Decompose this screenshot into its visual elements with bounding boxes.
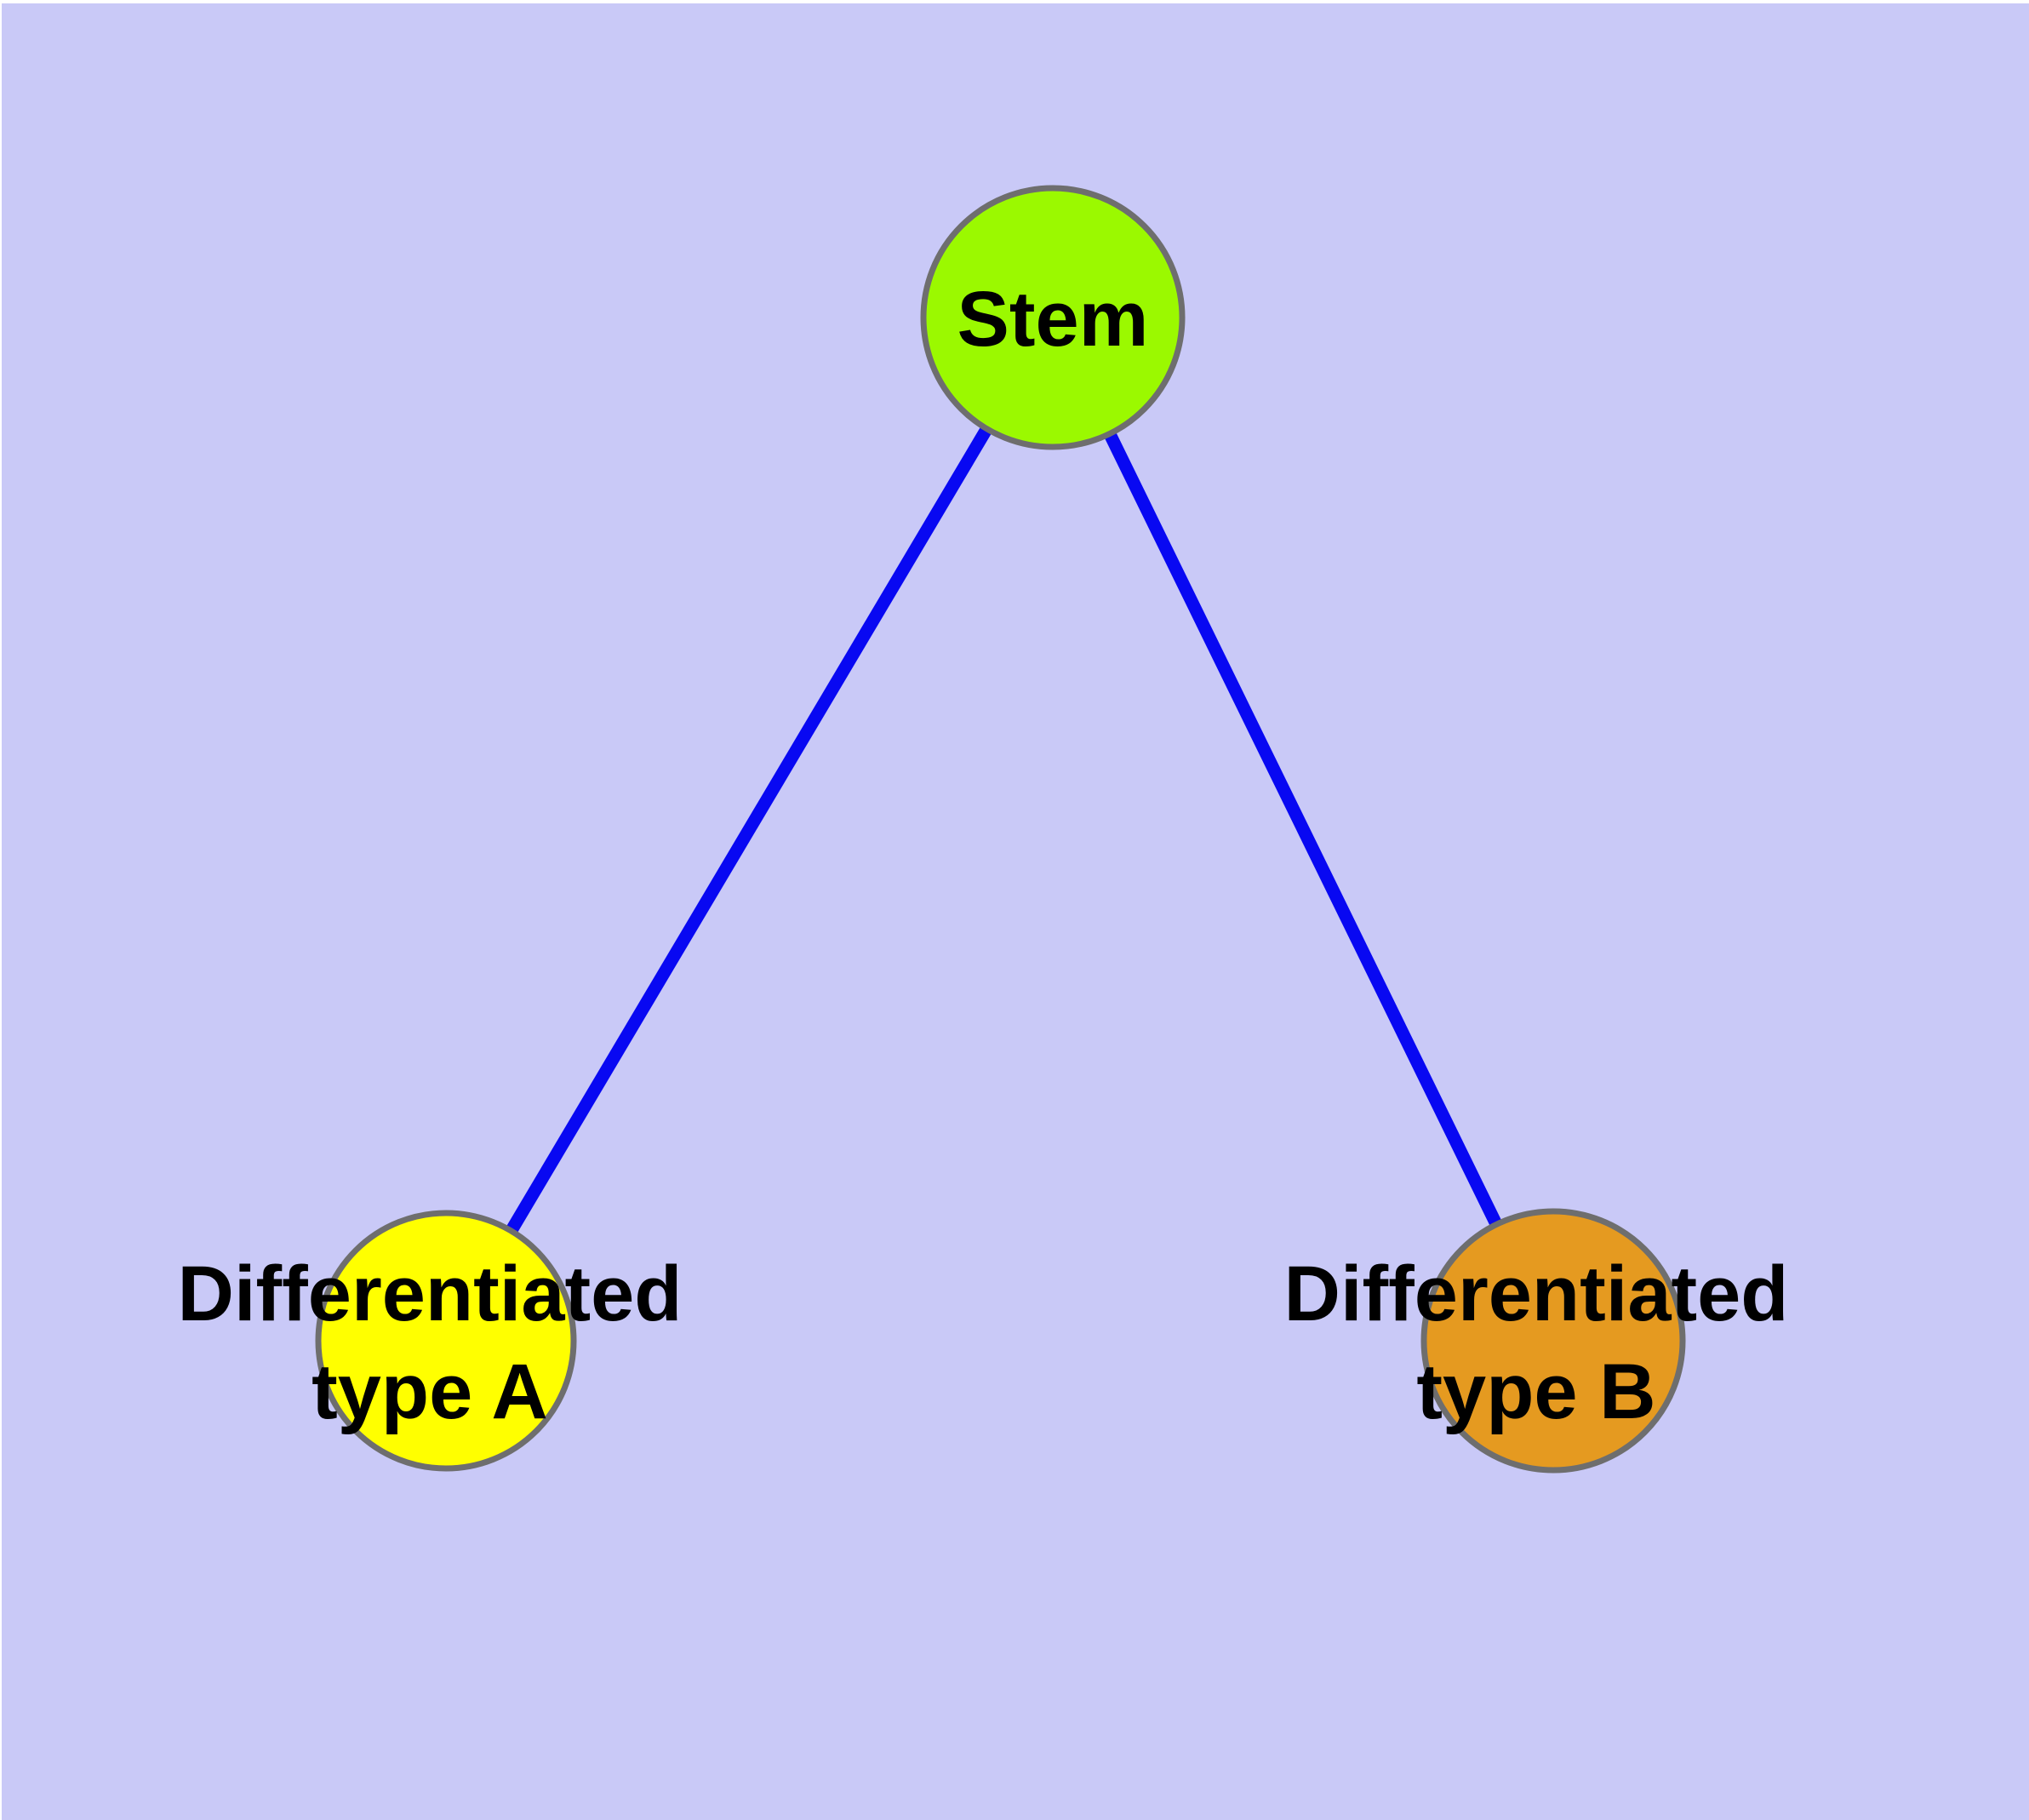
node-stem-label: Stem (957, 276, 1149, 363)
node-typeB-label-line1: Differentiated (1284, 1251, 1789, 1337)
node-typeA-label-line2: type A (311, 1348, 548, 1435)
edge-stem-to-typeB[interactable] (1047, 314, 1559, 1344)
node-typeA-label-line1: Differentiated (178, 1251, 683, 1337)
node-typeB-label-line2: type B (1416, 1348, 1655, 1435)
edge-stem-to-typeA[interactable] (440, 314, 1059, 1344)
node-differentiated-type-a[interactable] (315, 1210, 577, 1472)
node-stem[interactable] (920, 185, 1186, 450)
node-differentiated-type-b[interactable] (1420, 1208, 1686, 1474)
